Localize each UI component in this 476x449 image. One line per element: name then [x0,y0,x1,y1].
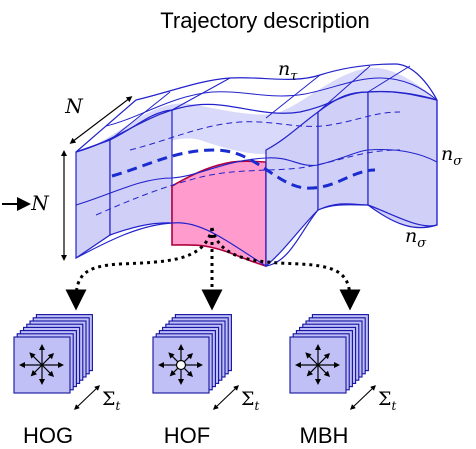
descriptor-label: MBH [300,423,349,448]
n-tau-subscript: τ [290,69,298,84]
n-sigma-upper-letter: n [441,143,453,165]
sum-over-time-label: Σt [102,388,120,413]
sum-over-time-label: Σt [378,388,396,413]
orientation-arrow [30,364,43,377]
connector-arrows [65,227,361,311]
volume-bottom-edge [75,203,438,267]
motion-boundary-arrows-icon [295,344,340,385]
dashed-slice-line [129,111,401,151]
descriptor-label: HOG [23,423,73,448]
height-label-N: N [30,191,50,215]
trajectory-path [111,148,376,190]
n-tau-label: nτ [278,58,298,84]
back-face-cell [367,90,438,229]
volume-top-rib [265,74,321,119]
orientation-arrow [305,352,319,366]
orientation-arrow [169,368,178,377]
time-stack-arrow [213,385,239,410]
volume-top-rib [171,77,231,111]
n-sigma-lower-label: nσ [405,225,427,251]
sum-symbol: Σ [241,388,254,410]
n-sigma-lower-letter: n [405,225,417,247]
orientation-arrow [306,364,319,377]
orientation-arrow [168,352,178,362]
gradient-arrows-icon [19,344,64,385]
n-tau-letter: n [278,58,290,80]
volume-top-edge-back [135,63,438,101]
sum-over-time-label: Σt [241,388,259,413]
trajectory-volume [75,63,438,268]
figure-title: Trajectory description [160,8,369,33]
sum-subscript: t [115,399,120,413]
orientation-arrow [41,364,55,378]
volume-top-rib [317,65,371,113]
sum-symbol: Σ [102,388,115,410]
depth-dimension-arrow [69,96,133,144]
volume-top-rib [367,65,411,93]
dashed-slice-line [95,149,401,216]
n-sigma-upper-subscript: σ [453,154,463,169]
orientation-arrow [41,352,55,366]
volume-top-edge-front [75,90,438,153]
descriptor-label: HOF [164,423,210,448]
n-sigma-upper-label: nσ [441,143,463,169]
depth-label-N: N [64,94,84,118]
orientation-arrow [317,364,331,378]
zero-flow-bin [175,359,187,371]
sum-subscript: t [391,399,396,413]
dimension-annotations: N N nτ nσ nσ [2,58,463,261]
sum-symbol: Σ [378,388,391,410]
flow-arrows-with-center-circle-icon [158,344,203,385]
orientation-arrow [184,368,194,378]
time-stack-arrow [350,385,376,410]
orientation-arrow [184,352,194,362]
orientation-arrow [317,352,331,366]
volume-mid-line [75,149,438,206]
connector-to-hog [65,227,214,311]
sum-subscript: t [254,399,259,413]
orientation-arrow [29,352,43,366]
n-sigma-lower-subscript: σ [417,236,427,251]
time-stack-arrow [74,385,100,410]
highlighted-cell [171,160,267,268]
